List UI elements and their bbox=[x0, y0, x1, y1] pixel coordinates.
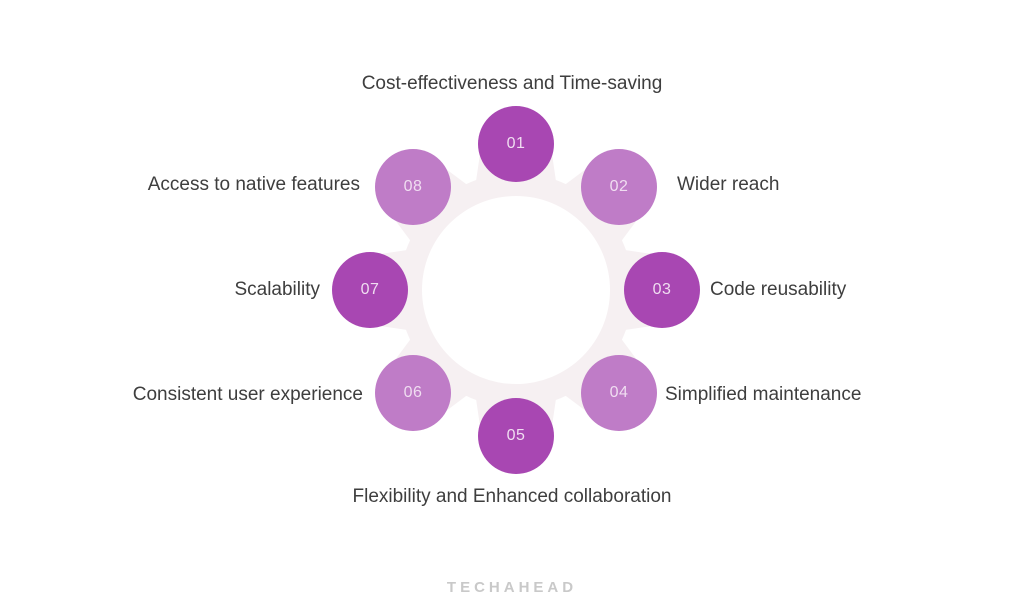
step-circle-02: 02 bbox=[581, 149, 657, 225]
step-circle-07: 07 bbox=[332, 252, 408, 328]
label-cost-effectiveness: Cost-effectiveness and Time-saving bbox=[361, 73, 663, 94]
label-scalability: Scalability bbox=[234, 279, 320, 300]
techahead-logo: TECHAHEAD bbox=[446, 579, 578, 596]
step-circle-05: 05 bbox=[478, 398, 554, 474]
step-circle-01: 01 bbox=[478, 106, 554, 182]
step-circle-03: 03 bbox=[624, 252, 700, 328]
gear-hole bbox=[422, 196, 610, 384]
label-access-native-features: Access to native features bbox=[147, 174, 360, 195]
step-circle-06: 06 bbox=[375, 355, 451, 431]
label-code-reusability: Code reusability bbox=[710, 279, 847, 300]
label-simplified-maintenance: Simplified maintenance bbox=[665, 384, 862, 405]
step-circle-08: 08 bbox=[375, 149, 451, 225]
label-wider-reach: Wider reach bbox=[677, 174, 780, 195]
step-circle-04: 04 bbox=[581, 355, 657, 431]
label-consistent-user-experience: Consistent user experience bbox=[132, 384, 363, 405]
label-flexibility-collaboration: Flexibility and Enhanced collaboration bbox=[352, 486, 672, 507]
